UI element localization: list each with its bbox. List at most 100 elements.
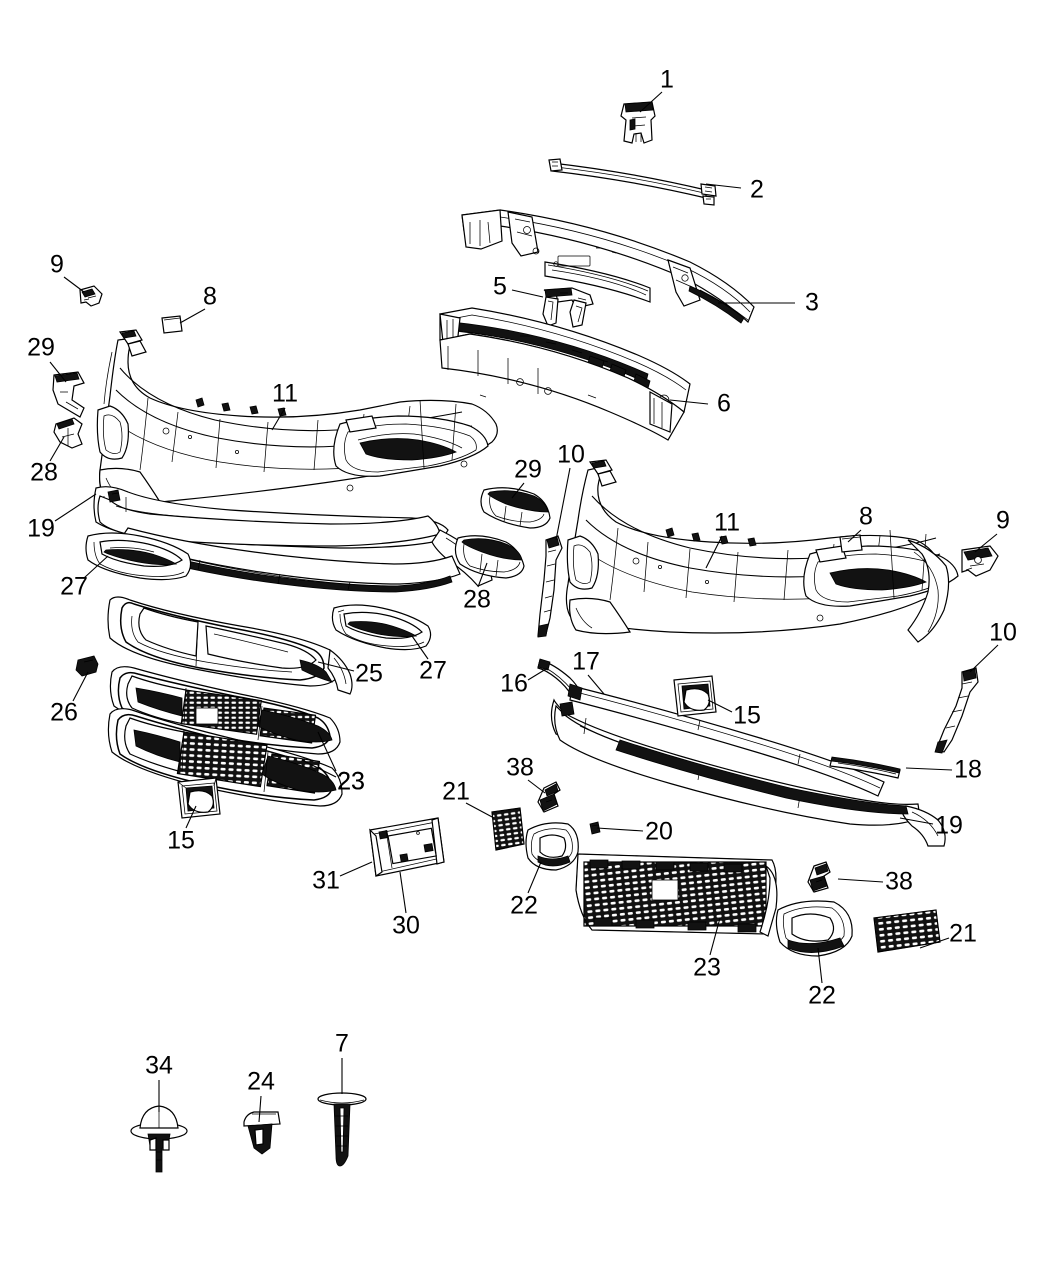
part-11-right-front-fascia: [565, 459, 959, 643]
callout-number-28: 28: [463, 585, 491, 614]
leader-line-18: [905, 767, 953, 771]
callout-number-25: 25: [355, 659, 383, 688]
part-1-upper-bracket: [620, 101, 656, 144]
leader-line-5: [511, 289, 544, 298]
callout-number-34: 34: [145, 1051, 173, 1080]
leader-line-31: [339, 861, 373, 877]
part-23-lower-grille-mesh: [107, 708, 343, 807]
part-10-right-side-support-rail: [934, 667, 979, 754]
part-38-mid-retainer-clip: [537, 781, 561, 813]
part-9-right-side-retainer: [961, 545, 999, 577]
leader-line-1: [639, 91, 663, 113]
callout-number-5: 5: [493, 272, 507, 301]
part-20-screw-fastener: [589, 821, 601, 835]
leader-line-21: [465, 802, 495, 819]
part-23-upper-grille-mesh: [109, 666, 341, 755]
leader-line-29: [511, 482, 525, 499]
callout-number-22: 22: [510, 891, 538, 920]
callout-number-23: 23: [693, 953, 721, 982]
callout-number-1: 1: [660, 65, 674, 94]
part-15-left-tow-hook-cover: [177, 777, 221, 819]
callout-number-29: 29: [27, 333, 55, 362]
callout-number-10: 10: [557, 440, 585, 469]
callout-number-8: 8: [203, 282, 217, 311]
leader-line-15: [185, 805, 197, 829]
callout-number-23: 23: [337, 767, 365, 796]
callout-number-8: 8: [859, 502, 873, 531]
part-10-mid-side-support-rail: [537, 535, 563, 638]
callout-number-27: 27: [60, 572, 88, 601]
part-38-right-retainer-clip: [807, 861, 831, 893]
leader-line-28: [49, 436, 65, 462]
part-8-left-sensor-plug-cover: [161, 315, 183, 334]
callout-number-38: 38: [506, 753, 534, 782]
part-3-reinforcement-beam: [461, 209, 755, 324]
part-9-left-side-retainer: [79, 285, 103, 307]
leader-line-20: [596, 827, 644, 832]
part-34-large-head-push-pin: [130, 1105, 188, 1173]
callout-number-20: 20: [645, 817, 673, 846]
leader-line-8: [847, 529, 862, 543]
callout-number-18: 18: [954, 755, 982, 784]
leader-line-19: [54, 493, 97, 522]
callout-number-2: 2: [750, 175, 764, 204]
leader-line-2: [705, 183, 742, 189]
leader-line-27: [83, 555, 109, 579]
part-19-right-lower-valance: [550, 698, 946, 847]
leader-line-9: [974, 533, 998, 553]
part-17-upper-fascia-molding: [567, 683, 885, 797]
callout-leader-lines: [49, 91, 999, 1123]
leader-line-26: [72, 671, 89, 702]
part-11-left-front-fascia: [96, 329, 498, 505]
callout-number-11: 11: [714, 508, 740, 537]
leader-line-21: [919, 937, 950, 949]
callout-number-28: 28: [30, 458, 58, 487]
callout-number-3: 3: [805, 288, 819, 317]
part-23-right-lower-grille: [575, 853, 778, 937]
callout-number-15: 15: [167, 826, 195, 855]
callout-number-10: 10: [989, 618, 1017, 647]
part-8-right-sensor-plug-cover: [839, 534, 863, 553]
part-26-small-block-clip: [75, 655, 99, 677]
callout-number-9: 9: [996, 506, 1010, 535]
part-28-mid-corner-bracket: [454, 535, 525, 579]
leader-line-23: [709, 917, 721, 956]
leader-line-22: [527, 861, 542, 894]
leader-line-22: [817, 947, 823, 984]
leader-line-38: [837, 878, 884, 883]
leader-line-11: [271, 407, 286, 431]
part-21-right-mesh-insert: [873, 909, 941, 953]
part-27-left-fog-bezel-trim: [85, 532, 192, 581]
leader-line-8: [179, 308, 206, 324]
leader-line-15: [707, 699, 733, 713]
leader-line-23: [317, 731, 337, 772]
callout-number-11: 11: [272, 379, 298, 408]
part-24-push-in-clip: [243, 1111, 281, 1155]
callout-number-31: 31: [312, 866, 340, 895]
part-30-license-plate-bracket: [369, 817, 445, 878]
callout-number-22: 22: [808, 981, 836, 1010]
part-25-grille-surround-frame: [107, 596, 353, 695]
callout-number-26: 26: [50, 698, 78, 727]
callout-number-16: 16: [500, 669, 528, 698]
callout-number-19: 19: [27, 514, 55, 543]
leader-line-38: [527, 779, 546, 794]
leader-line-25: [317, 661, 355, 672]
callout-number-17: 17: [572, 647, 600, 676]
part-6-lower-crossmember: [439, 307, 691, 441]
part-28-left-corner-bracket: [53, 417, 83, 449]
leader-line-9: [63, 276, 85, 293]
callout-number-7: 7: [335, 1029, 349, 1058]
callout-number-19: 19: [935, 811, 963, 840]
leader-line-19: [899, 817, 934, 825]
leader-line-6: [669, 399, 709, 405]
part-29-left-corner-bracket: [52, 371, 85, 418]
callout-number-21: 21: [949, 919, 977, 948]
leader-line-16: [527, 668, 547, 681]
leader-line-29: [49, 361, 67, 383]
part-7-long-push-rivet: [317, 1092, 367, 1167]
callout-number-9: 9: [50, 250, 64, 279]
leader-line-24: [258, 1095, 262, 1123]
callout-number-21: 21: [442, 777, 470, 806]
